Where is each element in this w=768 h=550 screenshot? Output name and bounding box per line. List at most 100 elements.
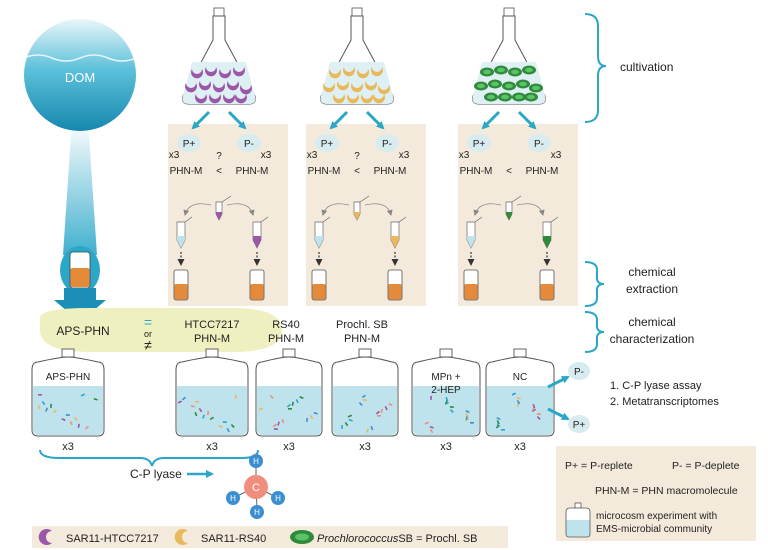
htcc-phn-label-2: PHN-M: [194, 333, 230, 345]
bottle-cap-icon: [358, 348, 372, 358]
hydrogen-atom: [226, 491, 240, 505]
hydrogen-atom-label: H: [253, 457, 259, 466]
bottle-cap-icon: [513, 348, 527, 358]
cell-icon: [323, 83, 336, 93]
split-arrow-p-plus: [481, 110, 501, 130]
particle: [181, 396, 186, 401]
particle: [299, 395, 304, 400]
dom-source: DOM: [23, 19, 137, 322]
cell-icon: [235, 94, 248, 104]
phn-m-right: PHN-M: [526, 166, 559, 177]
microcosm-4: x3: [331, 348, 399, 453]
phn-m-right: PHN-M: [236, 166, 269, 177]
particle: [194, 412, 198, 417]
cp-lyase-section: C-P lyase C H H H H: [130, 454, 285, 519]
particle: [93, 398, 98, 401]
htcc-phn-label-1: HTCC7217: [184, 319, 239, 331]
culture-flask-icon: [320, 7, 394, 105]
particle: [366, 428, 370, 433]
carbon-atom-label: C: [252, 482, 260, 494]
transfer-arrow-left: [183, 203, 212, 216]
cell-core: [491, 81, 499, 87]
particle: [444, 401, 450, 406]
methane-molecule-icon: C H H H H: [226, 454, 285, 519]
particle: [449, 409, 454, 414]
p-minus-label: P-: [244, 139, 254, 150]
cell-icon: [204, 67, 217, 77]
microcosm-brace: [39, 449, 259, 467]
particle: [430, 395, 433, 400]
particle: [198, 408, 203, 413]
cell-icon: [378, 85, 391, 95]
legend-sar11-htcc7217: SAR11-HTCC7217: [66, 533, 159, 545]
extraction-steps: [311, 195, 407, 301]
particle: [532, 404, 536, 409]
legend-prochl-name: Prochlorococcus: [317, 533, 399, 545]
replicate-label-left: x3: [169, 150, 180, 161]
hydrogen-atom-label: H: [254, 508, 260, 517]
cell-core: [501, 94, 509, 100]
particle: [344, 422, 349, 427]
particle: [77, 423, 81, 428]
cell-core: [527, 94, 535, 100]
transfer-arrow-right: [226, 203, 255, 216]
cell-core: [532, 85, 540, 91]
equals-sign: =: [144, 314, 152, 330]
cell-icon: [329, 69, 341, 79]
compare-sign: <: [506, 166, 512, 177]
cell-icon: [185, 83, 197, 93]
key-p-minus: P- = P-deplete: [672, 460, 740, 472]
particle: [313, 412, 318, 415]
cell-icon: [373, 94, 385, 104]
particle: [222, 421, 227, 424]
microcosm-replicate: x3: [206, 441, 218, 453]
particle: [73, 416, 78, 422]
cell-icon: [233, 67, 245, 77]
microcosm-label-1: MPn +: [431, 372, 460, 383]
dom-flow-stem: [63, 120, 97, 255]
particle: [218, 424, 223, 429]
p-plus-label: P+: [321, 139, 334, 150]
particle: [380, 408, 383, 413]
microcosm-replicate: x3: [514, 441, 526, 453]
particle: [516, 399, 521, 405]
particle: [177, 400, 182, 404]
split-arrow-p-plus: [329, 110, 349, 130]
replicate-label-left: x3: [459, 150, 470, 161]
particle: [362, 398, 367, 402]
replicate-label-right: x3: [551, 150, 562, 161]
particle: [449, 405, 454, 409]
particle: [273, 427, 278, 431]
extraction-brace: [584, 261, 605, 307]
transfer-arrow-right: [364, 203, 393, 216]
stage-extraction-label-2: extraction: [626, 282, 678, 296]
particle: [370, 426, 374, 431]
key-box: P+ = P-replete P- = P-deplete PHN-M = PH…: [556, 446, 756, 541]
particle: [511, 392, 517, 396]
replicate-label-right: x3: [261, 150, 272, 161]
particle: [348, 419, 353, 422]
hydrogen-atom: [250, 505, 264, 519]
particle: [269, 395, 274, 400]
dom-water-circle: [24, 19, 136, 131]
bottle-water: [333, 386, 397, 435]
prochl-phn-label-1: Prochl. SB: [336, 319, 388, 331]
hydrogen-atom-label: H: [275, 494, 281, 503]
particle: [52, 409, 58, 414]
not-equal-sign: ≠: [144, 337, 152, 353]
particle: [517, 402, 519, 407]
dom-label: DOM: [65, 70, 95, 85]
particle: [50, 403, 53, 408]
key-microcosm-icon: [565, 502, 591, 538]
microcosm-label-2: 2-HEP: [431, 385, 461, 396]
cell-icon: [356, 69, 369, 79]
or-label: or: [144, 329, 152, 339]
particle: [61, 417, 66, 422]
particle: [429, 426, 434, 429]
dom-down-arrow-icon: [54, 288, 106, 322]
microcosm-label-1: NC: [513, 372, 527, 383]
particle: [209, 416, 215, 421]
